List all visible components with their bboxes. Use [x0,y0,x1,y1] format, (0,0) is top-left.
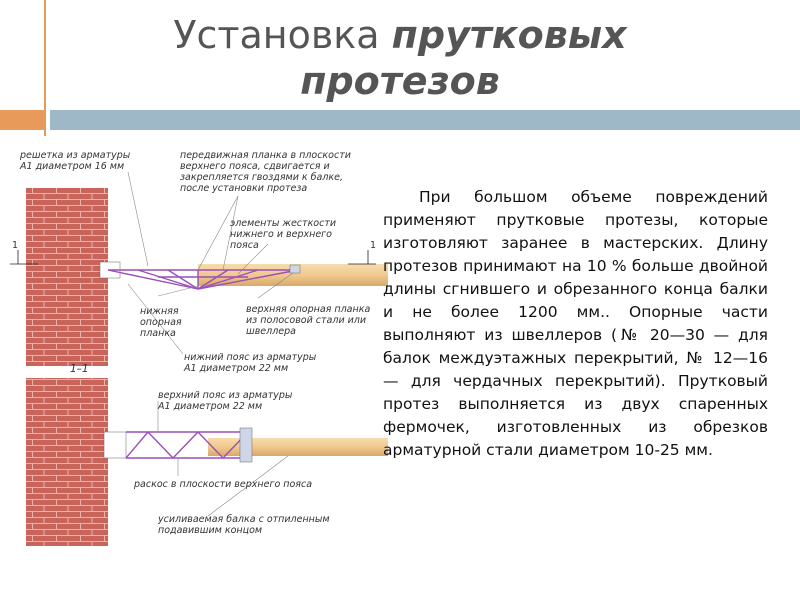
label-line: из полосовой стали или [246,315,367,326]
truss-section [125,431,249,459]
section-mark-right: 1 [370,240,377,251]
label-line: нижнего и верхнего [230,229,332,240]
label-line: А1 диаметром 22 мм [158,401,263,412]
accent-bar-right [50,110,800,130]
diagram-drawing [10,171,388,546]
brick-wall-top [26,188,108,366]
title-bold-1: прутковых [391,13,627,57]
label-stiffness: элементы жесткости нижнего и верхнего по… [230,218,336,251]
label-brace: раскос в плоскости верхнего пояса [134,479,313,490]
body-text: При большом объеме повреждений применяют… [383,186,768,462]
brick-wall-section [26,378,108,546]
truss-top [107,269,299,290]
label-upper-plate: верхняя опорная планка из полосовой стал… [246,304,370,337]
label-line: после установки протеза [180,183,308,194]
label-line: подавившим концом [158,525,263,536]
corner-frame [0,0,46,136]
wall-pocket-section [103,431,127,459]
label-line: опорная [140,317,182,328]
label-line: нижний пояс из арматуры [184,352,317,363]
label-line: верхнего пояса, сдвигается и [180,161,330,172]
body-paragraph: При большом объеме повреждений применяют… [383,188,768,459]
label-line: А1 диаметром 22 мм [184,363,289,374]
prosthesis-diagram: решетка из арматуры А1 диаметром 16 мм п… [8,146,393,546]
label-line: А1 диаметром 16 мм [20,161,125,172]
accent-bar-left [0,110,46,130]
section-mark-left: 1 [12,240,19,251]
label-line: закрепляется гвоздями к балке, [180,172,344,183]
label-line: швеллера [246,326,296,337]
section-title: 1–1 [70,363,89,375]
top-plate [289,264,301,274]
label-beam: усиливаемая балка с отпиленным подавивши… [158,514,330,536]
label-line: элементы жесткости [230,218,337,229]
label-line: планка [140,328,176,339]
label-line: верхний пояс из арматуры [158,390,293,401]
label-lower-plate: нижняя опорная планка [140,306,182,339]
label-line: усиливаемая балка с отпиленным [158,514,330,525]
label-upper-chord: верхний пояс из арматуры А1 диаметром 22… [158,390,292,412]
label-line: передвижная планка в плоскости [180,150,351,161]
label-line: верхняя опорная планка [246,304,371,315]
title-plain: Установка [173,13,380,57]
label-line: нижняя [140,306,179,317]
section-plate [239,427,253,463]
label-rebar-grid: решетка из арматуры А1 диаметром 16 мм [20,150,130,172]
label-moving-plank: передвижная планка в плоскости верхнего … [180,150,351,194]
label-line: решетка из арматуры [20,150,131,161]
label-lower-chord: нижний пояс из арматуры А1 диаметром 22 … [184,352,316,374]
label-line: пояса [230,240,259,251]
beam-section [208,438,388,456]
slide-title: Установка прутковых протезов [70,12,730,104]
title-bold-2: протезов [300,59,500,103]
